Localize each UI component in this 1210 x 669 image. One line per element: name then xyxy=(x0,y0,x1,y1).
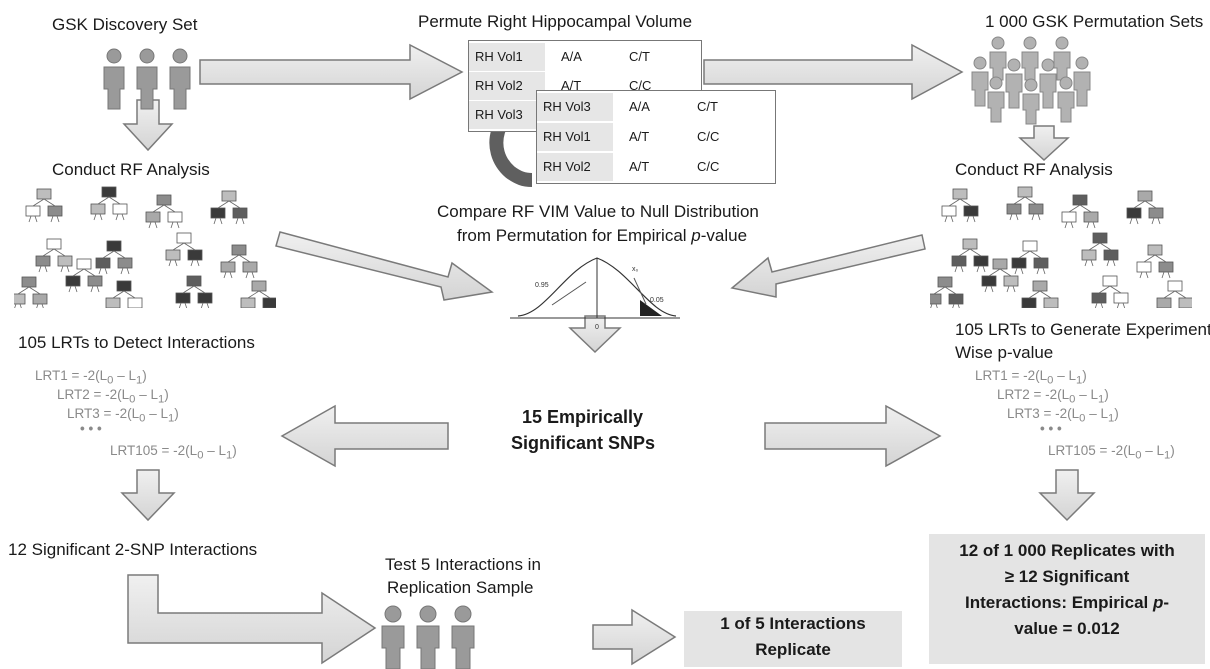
label-rf-right: Conduct RF Analysis xyxy=(955,160,1113,179)
rf-tree-icon xyxy=(1011,240,1049,275)
rf-tree-icon xyxy=(1091,275,1129,308)
label-significant-interactions: 12 Significant 2-SNP Interactions xyxy=(8,540,258,559)
label-rf-left: Conduct RF Analysis xyxy=(52,160,210,179)
arrow-sets-down xyxy=(1018,125,1070,162)
rf-tree-icon xyxy=(25,188,63,223)
arrow-rf-left-to-compare xyxy=(275,231,494,301)
arrow-discovery-down xyxy=(122,99,174,152)
label-discovery-set: GSK Discovery Set xyxy=(52,15,198,34)
lrt-dots-right: • • • xyxy=(1040,421,1062,436)
rf-tree-icon xyxy=(14,276,48,308)
rf-tree-icon xyxy=(240,280,276,308)
rf-tree-icon xyxy=(95,240,133,275)
arrow-discovery-to-permute xyxy=(199,43,464,101)
lrt105-right: LRT105 = -2(L0 – L1) xyxy=(1048,443,1175,462)
rf-tree-icon xyxy=(1061,194,1099,229)
rf-tree-icon xyxy=(65,258,103,293)
rf-tree-icon xyxy=(165,232,203,267)
label-lrt-left: 105 LRTs to Detect Interactions xyxy=(18,333,255,352)
arrow-distribution-down xyxy=(568,315,622,354)
arrow-interactions-to-replication xyxy=(127,574,377,665)
rf-tree-icon xyxy=(1006,186,1044,221)
rf-forest-right-icon xyxy=(930,186,1192,308)
rf-tree-icon xyxy=(1021,280,1059,308)
dist-zero: 0 xyxy=(595,324,599,331)
lrt2-right: LRT2 = -2(L0 – L1) xyxy=(997,387,1109,406)
lrt3-left: LRT3 = -2(L0 – L1) xyxy=(67,406,179,425)
label-empirical-snps-line1: 15 Empirically xyxy=(522,407,644,427)
dist-top-label: x₀ xyxy=(632,266,639,273)
rf-tree-icon xyxy=(981,258,1019,293)
lrt-dots-left: • • • xyxy=(80,421,102,436)
label-permutation-sets: 1 000 GSK Permutation Sets xyxy=(985,12,1204,31)
arrow-empirical-right xyxy=(764,404,942,468)
arrow-lrt-right-down xyxy=(1038,469,1096,522)
arrow-empirical-left xyxy=(280,404,449,468)
rf-tree-icon xyxy=(1126,190,1164,225)
arrow-replication-to-result xyxy=(592,608,677,666)
rf-tree-icon xyxy=(145,194,183,229)
rf-tree-icon xyxy=(1136,244,1174,279)
label-compare-line2: from Permutation for Empirical p-value xyxy=(457,226,748,245)
dist-right-value: 0.05 xyxy=(650,297,664,304)
rf-tree-icon xyxy=(220,244,258,279)
experiment-wise-result-box: 12 of 1 000 Replicates with ≥ 12 Signifi… xyxy=(929,534,1205,664)
lrt1-left: LRT1 = -2(L0 – L1) xyxy=(35,368,147,387)
label-lrt-right-line1: 105 LRTs to Generate Experiment- xyxy=(955,320,1210,339)
rf-tree-icon xyxy=(105,280,143,308)
null-distribution-chart xyxy=(510,257,680,319)
rf-tree-icon xyxy=(1156,280,1192,308)
label-compare-line1: Compare RF VIM Value to Null Distributio… xyxy=(437,202,759,221)
rf-tree-icon xyxy=(941,188,979,223)
rf-tree-icon xyxy=(90,186,128,221)
rf-forest-left-icon xyxy=(14,186,276,308)
rf-tree-icon xyxy=(951,238,989,273)
rf-tree-icon xyxy=(35,238,73,273)
label-test-line2: Replication Sample xyxy=(387,578,534,597)
dist-left-value: 0.95 xyxy=(535,282,549,289)
label-empirical-snps-line2: Significant SNPs xyxy=(511,433,656,453)
label-lrt-right-line2: Wise p-value xyxy=(955,343,1054,362)
rf-tree-icon xyxy=(210,190,248,225)
label-test-line1: Test 5 Interactions in xyxy=(385,555,541,574)
arrow-permute-to-sets xyxy=(703,43,964,101)
arrow-lrt-left-down xyxy=(120,469,176,522)
rf-tree-icon xyxy=(930,276,964,308)
replication-people-icon xyxy=(381,605,475,669)
lrt2-left: LRT2 = -2(L0 – L1) xyxy=(57,387,169,406)
permutation-people-icon xyxy=(971,36,1091,125)
lrt1-right: LRT1 = -2(L0 – L1) xyxy=(975,368,1087,387)
label-permute: Permute Right Hippocampal Volume xyxy=(418,12,693,31)
rf-tree-icon xyxy=(1081,232,1119,267)
lrt3-right: LRT3 = -2(L0 – L1) xyxy=(1007,406,1119,425)
arrow-rf-right-to-compare xyxy=(730,234,926,298)
lrt105-left: LRT105 = -2(L0 – L1) xyxy=(110,443,237,462)
discovery-people-icon xyxy=(103,48,191,110)
rf-tree-icon xyxy=(175,275,213,308)
